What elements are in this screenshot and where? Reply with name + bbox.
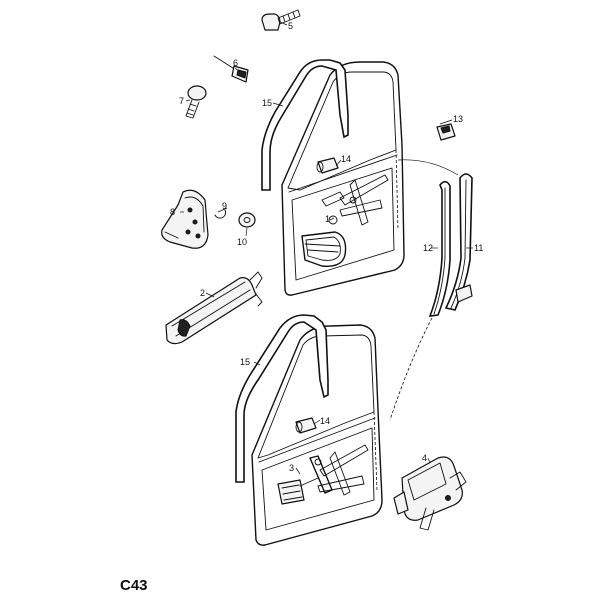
hinge-8 [161,189,209,249]
callout-15-lower: 15 [240,357,250,367]
callout-12: 12 [423,243,433,253]
callout-2: 2 [200,288,205,298]
screw-5 [261,9,301,31]
clip-13 [436,123,456,141]
callout-5: 5 [288,21,293,31]
callout-8: 8 [170,207,175,217]
callout-14-lower: 14 [320,416,330,426]
callout-13: 13 [453,114,463,124]
window-channel-12 [428,180,451,317]
upper-door-latch [316,157,339,174]
callout-4: 4 [422,453,427,463]
callout-11: 11 [474,243,483,253]
lower-door-latch [295,417,317,434]
bolt-7 [185,85,207,119]
callout-6: 6 [233,58,238,68]
window-motor-4 [393,456,467,531]
callout-15-upper: 15 [262,98,272,108]
rivet-6 [213,55,249,83]
callout-10: 10 [237,237,247,247]
leader-lines [180,21,473,475]
circlip-9 [214,209,227,219]
lower-door-seal [235,314,329,483]
callout-7: 7 [179,96,184,106]
upper-door-seal [261,59,349,191]
diagram-code: C43 [120,577,148,594]
window-channel-11 [444,173,473,311]
callout-9: 9 [222,201,227,211]
upper-window-regulator [301,174,389,267]
lower-window-regulator [277,444,369,505]
callout-14-upper: 14 [341,154,351,164]
callouts: 5 6 7 15 13 14 1 8 9 10 12 11 2 15 14 3 … [170,21,483,473]
outer-handle-2 [165,271,263,345]
callout-3: 3 [289,463,294,473]
washer-10 [238,212,256,228]
callout-1: 1 [325,214,330,224]
